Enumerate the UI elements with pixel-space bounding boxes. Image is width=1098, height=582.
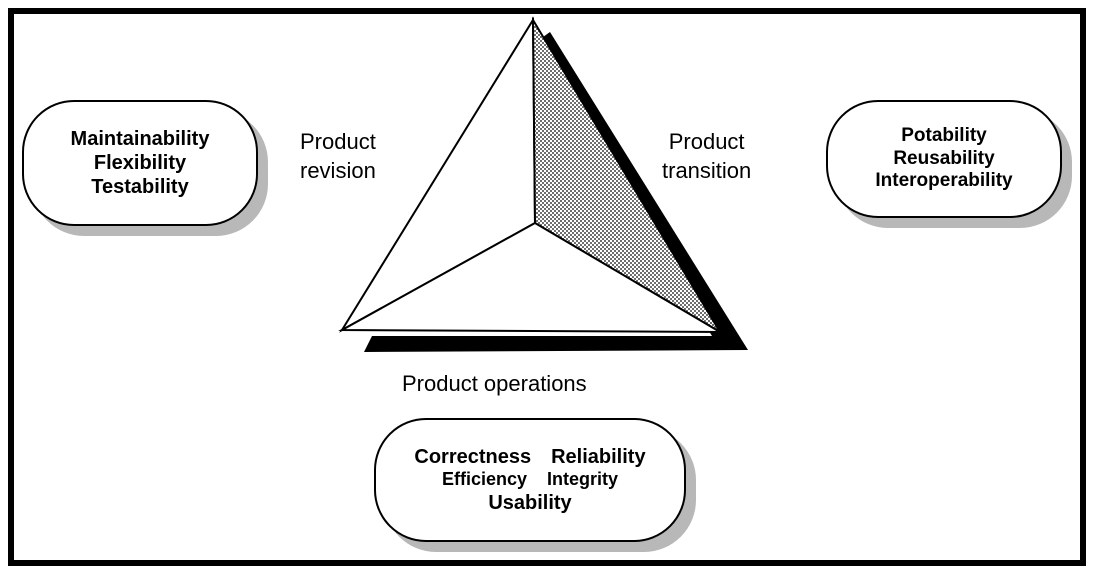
pyramid-operations-face [338,221,724,334]
revision-item: Testability [91,176,189,198]
revision-item: Flexibility [93,152,187,174]
transition-item: Reusability [893,147,995,169]
operations-item: Reliability [551,446,646,469]
operations-item: Correctness [414,446,532,469]
product-revision-box: Maintainability Flexibility Testability [22,100,258,226]
product-operations-box: Correctness Reliability Efficiency Integ… [374,418,686,542]
product-revision-label: Product revision [300,129,376,183]
operations-item: Integrity [547,469,619,490]
operations-item: Efficiency [441,469,528,490]
product-transition-label: Product transition [662,129,752,183]
operations-item: Usability [488,491,572,514]
transition-item: Potability [901,124,987,146]
revision-item: Maintainability [70,128,210,150]
product-transition-box: Potability Reusability Interoperability [826,100,1062,218]
product-operations-label: Product operations [402,371,587,396]
transition-item: Interoperability [875,170,1013,192]
